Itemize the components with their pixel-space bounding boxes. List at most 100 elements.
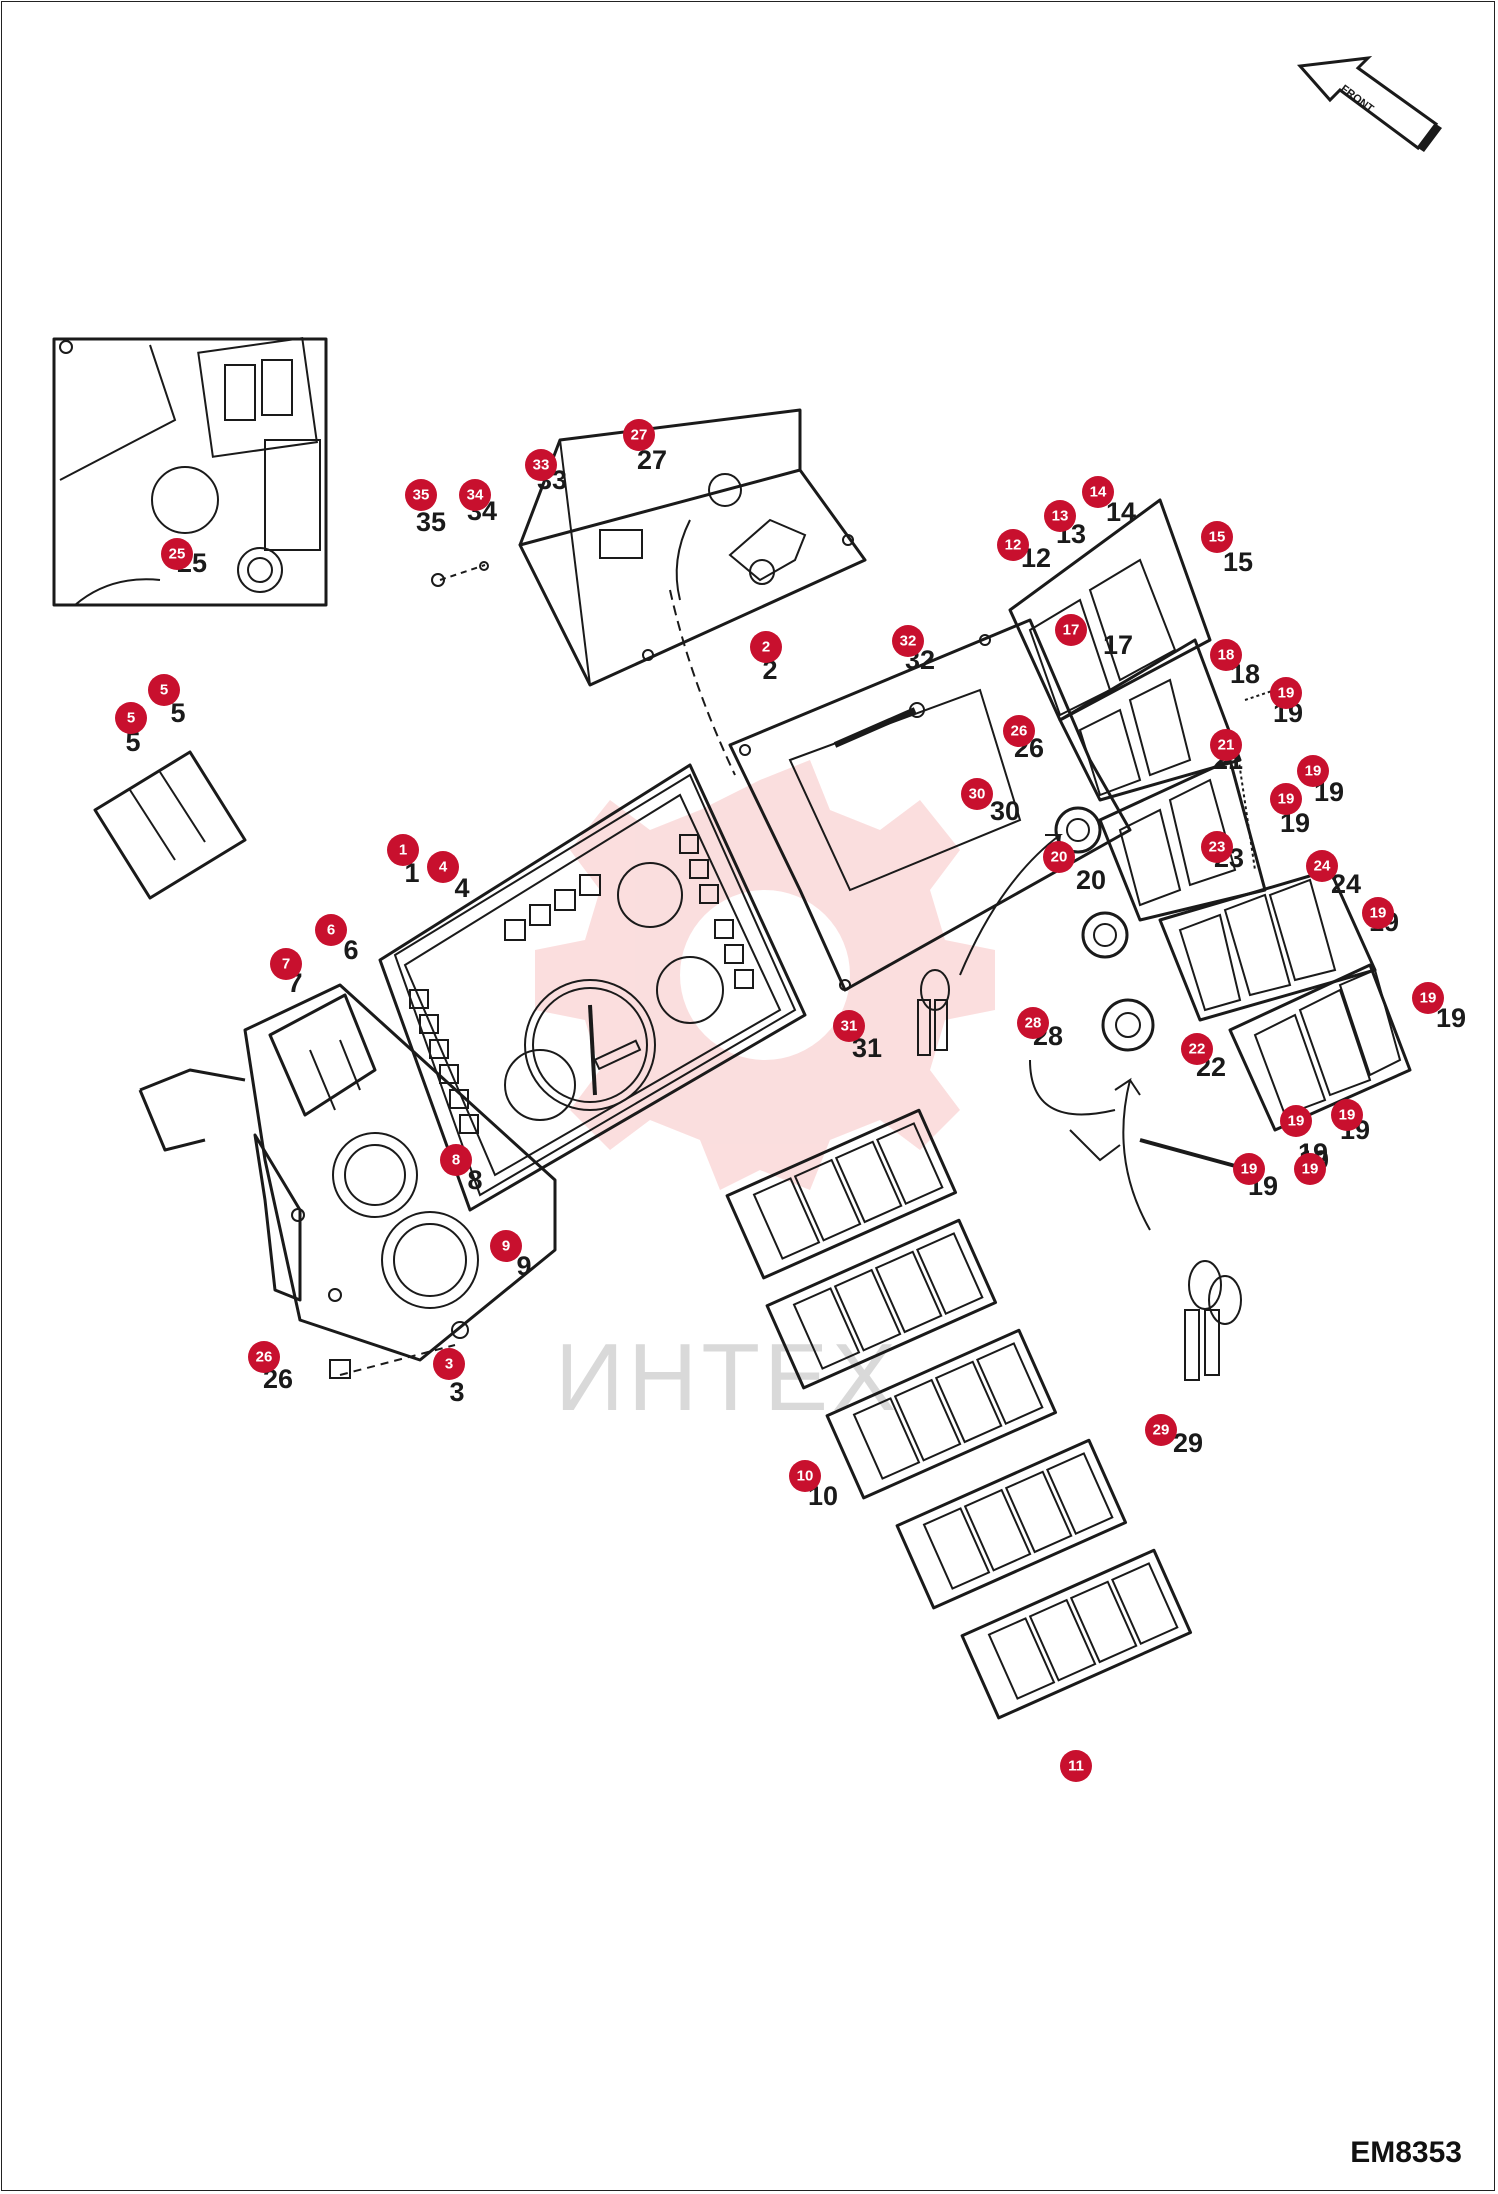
callout-badge-label: 4 xyxy=(439,859,448,876)
callout-badge xyxy=(997,529,1029,561)
callout-badge-label: 19 xyxy=(1305,763,1322,780)
callout-number: 35 xyxy=(416,507,446,537)
callout-number: 8 xyxy=(467,1165,482,1195)
callout-badge-label: 31 xyxy=(841,1018,858,1035)
callout-9: 99 xyxy=(490,1230,532,1281)
callout-badge-label: 15 xyxy=(1209,529,1226,546)
callout-badge-label: 35 xyxy=(413,487,430,504)
callout-badge xyxy=(1201,521,1233,553)
callout-badge-label: 7 xyxy=(282,956,290,973)
callout-6: 66 xyxy=(315,914,359,965)
key-switches xyxy=(1029,806,1155,1162)
connectors xyxy=(339,561,1276,1376)
callout-badge-label: 20 xyxy=(1051,849,1068,866)
instrument-cluster-1 xyxy=(378,763,807,1212)
callout-number: 5 xyxy=(170,698,185,728)
callout-badge-label: 33 xyxy=(533,457,550,474)
callout-5a: 55 xyxy=(148,674,186,728)
callout-badge-label: 2 xyxy=(762,639,770,656)
callout-badge-label: 13 xyxy=(1052,508,1069,525)
callout-number: 3 xyxy=(449,1377,464,1407)
callout-number: 17 xyxy=(1103,630,1133,660)
callout-badge-label: 19 xyxy=(1288,1113,1305,1130)
callout-badge-label: 8 xyxy=(452,1152,460,1169)
left-control-housing xyxy=(138,983,557,1379)
callout-number: 5 xyxy=(125,727,140,757)
callout-badge-label: 19 xyxy=(1278,791,1295,808)
callout-badge-label: 5 xyxy=(160,682,168,699)
callout-badge xyxy=(459,479,491,511)
callout-number: 6 xyxy=(343,935,358,965)
right-switch-panels xyxy=(1008,498,1412,1132)
callout-badge-label: 3 xyxy=(445,1356,453,1373)
callout-badge xyxy=(1055,614,1087,646)
callout-badge-label: 27 xyxy=(631,427,648,444)
callout-badge xyxy=(1280,1105,1312,1137)
key-31 xyxy=(917,969,950,1056)
callout-badge-label: 29 xyxy=(1153,1422,1170,1439)
front-arrow: FRONT xyxy=(1296,56,1442,152)
figure-code: EM8353 xyxy=(1350,2136,1462,2169)
callout-badge-label: 12 xyxy=(1005,537,1022,554)
callout-badge xyxy=(1043,841,1075,873)
callout-badge xyxy=(1294,1153,1326,1185)
callout-badge xyxy=(961,778,993,810)
callout-badge-label: 19 xyxy=(1302,1161,1319,1178)
callout-badge xyxy=(892,625,924,657)
callout-badge xyxy=(405,479,437,511)
callout-badge xyxy=(1003,715,1035,747)
callout-number: 30 xyxy=(990,796,1020,826)
callout-badge xyxy=(1210,729,1242,761)
callout-8: 88 xyxy=(440,1144,483,1195)
callout-badge xyxy=(750,631,782,663)
callout-badge-label: 9 xyxy=(502,1238,510,1255)
callout-7: 77 xyxy=(270,948,303,998)
callout-badge-label: 34 xyxy=(467,487,484,504)
inset-detail xyxy=(52,337,328,607)
callout-badge-label: 5 xyxy=(127,710,135,727)
callout-badge-label: 19 xyxy=(1420,990,1437,1007)
callout-badge-label: 24 xyxy=(1314,858,1331,875)
callout-badge xyxy=(248,1341,280,1373)
callout-badge xyxy=(1017,1007,1049,1039)
top-bracket-panel xyxy=(518,408,867,687)
callout-badge xyxy=(427,851,459,883)
callout-number: 14 xyxy=(1106,497,1136,527)
key-29 xyxy=(1184,1260,1242,1381)
callout-3: 33 xyxy=(433,1348,465,1407)
callout-badge xyxy=(623,419,655,451)
callout-badge-label: 23 xyxy=(1209,839,1226,856)
callout-badge xyxy=(1233,1153,1265,1185)
callout-number: 20 xyxy=(1076,865,1106,895)
callout-badge xyxy=(1331,1099,1363,1131)
callout-badge xyxy=(1362,897,1394,929)
callout-badge xyxy=(1060,1750,1092,1782)
callout-badge xyxy=(440,1144,472,1176)
callout-badge xyxy=(525,449,557,481)
callout-badge xyxy=(1082,476,1114,508)
callout-badge-label: 1 xyxy=(399,842,407,859)
callout-badge-label: 21 xyxy=(1218,737,1235,754)
callout-badge xyxy=(1270,677,1302,709)
callout-number: 29 xyxy=(1173,1428,1203,1458)
callout-badge-label: 10 xyxy=(797,1468,814,1485)
callout-badge xyxy=(1306,850,1338,882)
